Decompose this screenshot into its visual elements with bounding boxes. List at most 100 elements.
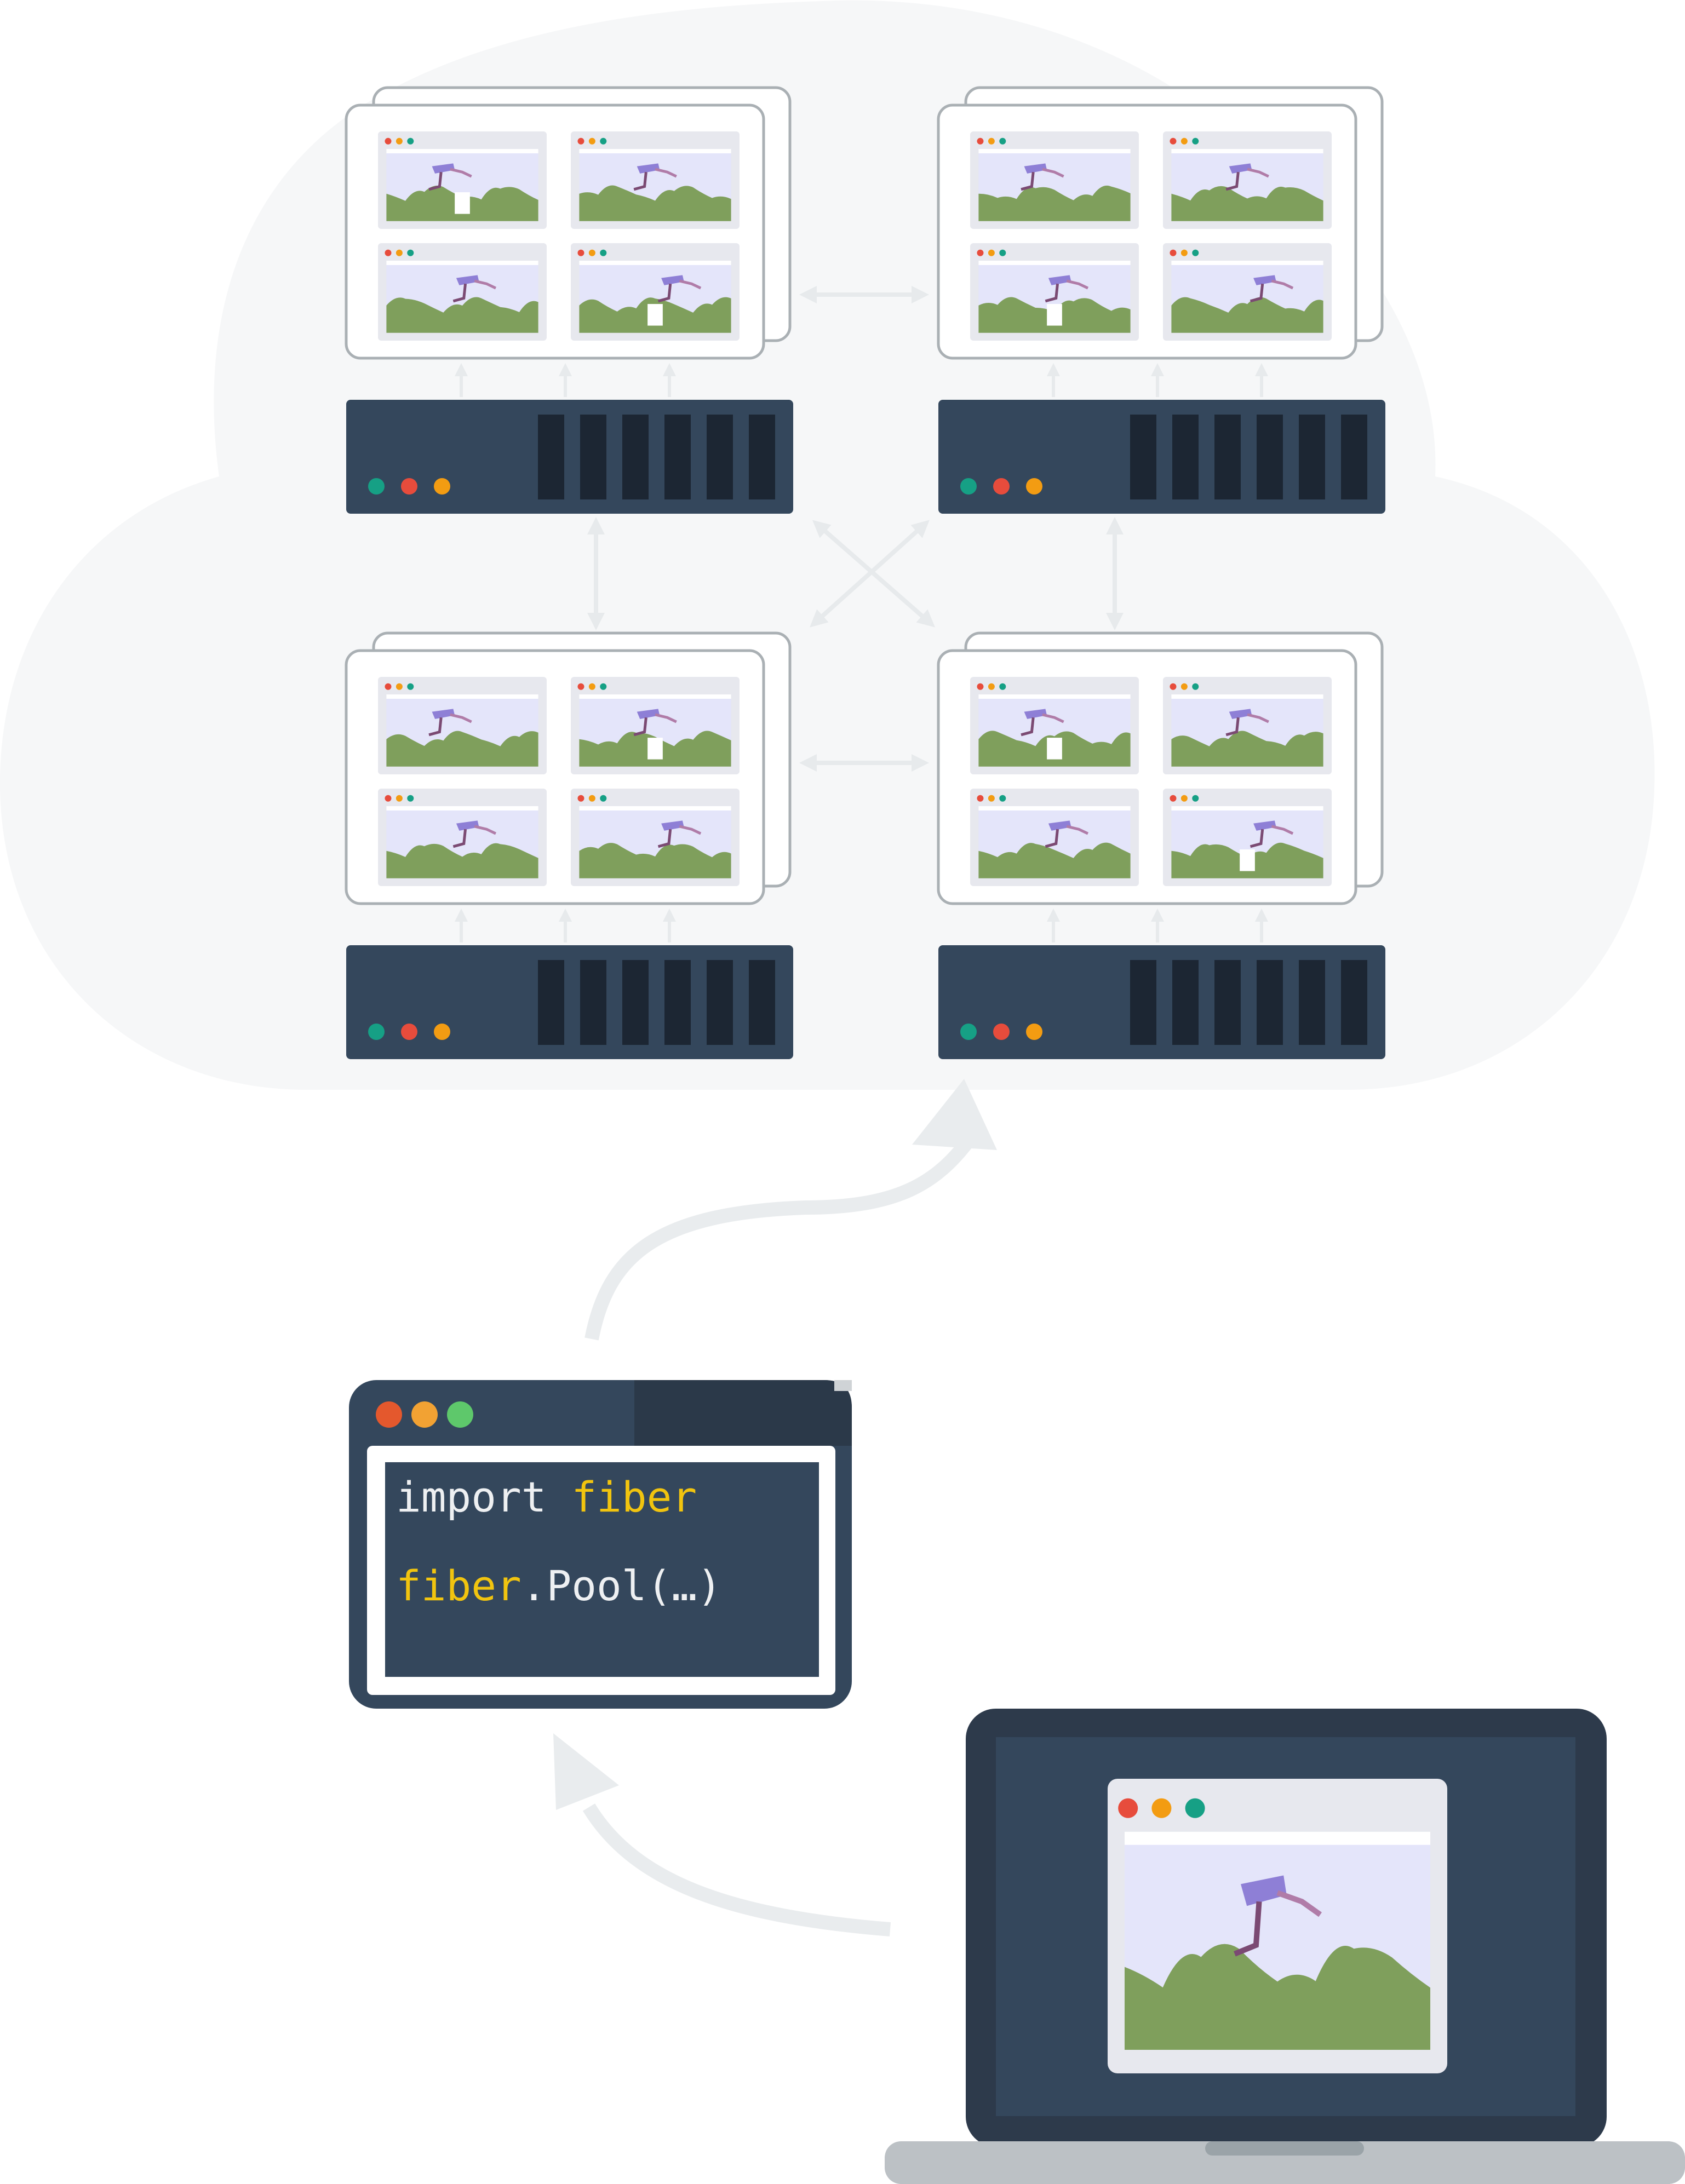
server-drive-slot (1172, 415, 1199, 499)
traffic-light-dots-icon (577, 795, 584, 802)
bipedal-walker-icon (657, 275, 702, 303)
code-window-titlebar-dark (634, 1380, 852, 1446)
status-led-icon (960, 478, 977, 495)
walker-body (1229, 709, 1252, 719)
traffic-light-dots-icon (396, 137, 403, 145)
walker-leg (657, 283, 672, 303)
traffic-light-dots-icon (999, 683, 1006, 690)
walker-leg (1233, 1901, 1262, 1957)
traffic-light-dots-icon (588, 137, 595, 145)
bipedal-walker-icon (633, 709, 677, 737)
server-drive-slot (1299, 960, 1325, 1045)
server-drive-slot (580, 415, 606, 499)
walker-leg (1225, 717, 1240, 737)
walker-body (637, 163, 660, 174)
traffic-light-dots-icon (1185, 1798, 1205, 1818)
env-pit (455, 192, 470, 214)
traffic-light-dots-icon (600, 795, 607, 802)
bipedal-walker-icon (633, 163, 677, 191)
env-sky-top (1171, 806, 1323, 811)
close-dot-icon (376, 1401, 402, 1428)
traffic-light-dots-icon (1180, 795, 1188, 802)
walker-leg (1066, 279, 1089, 290)
server-drive-slot (1341, 415, 1367, 499)
compute-node (937, 86, 1385, 514)
code-pool-call: .Pool(…) (521, 1561, 722, 1610)
compute-cluster (345, 86, 1385, 1059)
server-drive-slot (664, 415, 691, 499)
walker-body (1253, 820, 1276, 831)
status-led-icon (993, 1024, 1010, 1040)
traffic-light-dots-icon (1170, 249, 1177, 256)
walker-leg (1021, 171, 1035, 191)
env-pit (1240, 849, 1255, 871)
traffic-light-dots-icon (988, 137, 995, 145)
env-sky-top (978, 261, 1131, 265)
walker-leg (428, 717, 443, 737)
walker-body (1048, 820, 1071, 831)
walker-leg (450, 168, 472, 178)
walker-body (1253, 275, 1276, 285)
server-drive-slot (580, 960, 606, 1045)
traffic-light-dots-icon (407, 795, 414, 802)
env-terrain (579, 843, 731, 878)
environment-window (571, 677, 740, 774)
env-sky-top (579, 261, 731, 265)
status-led-icon (368, 1024, 385, 1040)
traffic-light-dots-icon (407, 249, 414, 256)
walker-body (456, 820, 479, 831)
traffic-light-dots-icon (988, 683, 995, 690)
code-window-scroll-tab (834, 1380, 852, 1391)
server-drive-slot (1130, 415, 1156, 499)
environment-window (571, 789, 740, 886)
env-pit (1047, 304, 1062, 326)
walker-leg (1247, 168, 1269, 178)
status-led-icon (960, 1024, 977, 1040)
walker-leg (1276, 1890, 1322, 1917)
env-terrain (386, 297, 538, 333)
bipedal-walker-icon (1233, 1875, 1322, 1957)
traffic-light-dots-icon (407, 137, 414, 145)
walker-body (1024, 163, 1047, 174)
traffic-light-dots-icon (1192, 683, 1199, 690)
bipedal-walker-icon (452, 820, 497, 848)
traffic-light-dots-icon (1192, 137, 1199, 145)
bipedal-walker-icon (657, 820, 702, 848)
write-arrow-curve (582, 1803, 891, 1936)
environment-window (378, 131, 547, 229)
walker-leg (655, 168, 677, 178)
env-sky-top (386, 806, 538, 811)
walker-leg (657, 829, 672, 848)
bipedal-walker-icon (1045, 820, 1089, 848)
env-terrain (386, 843, 538, 878)
walker-leg (474, 825, 497, 835)
bidirectional-arrow (810, 520, 930, 628)
traffic-light-dots-icon (1118, 1798, 1138, 1818)
server-drive-slot (664, 960, 691, 1045)
cloud-background (0, 0, 1655, 1090)
walker-leg (1042, 168, 1064, 178)
traffic-light-dots-icon (1192, 249, 1199, 256)
bipedal-walker-icon (1225, 163, 1269, 191)
submit-arrow-head (912, 1079, 997, 1150)
server-drive-slot (1257, 960, 1283, 1045)
traffic-light-dots-icon (577, 249, 584, 256)
env-sky-top (579, 806, 731, 811)
status-led-icon (434, 478, 450, 495)
traffic-light-dots-icon (577, 683, 584, 690)
env-sky-top (1125, 1831, 1430, 1845)
env-sky-top (1171, 149, 1323, 153)
walker-body (1024, 709, 1047, 719)
env-sky-top (978, 806, 1131, 811)
walker-body (1229, 163, 1252, 174)
walker-body (661, 275, 684, 285)
walker-body (456, 275, 479, 285)
traffic-light-dots-icon (999, 795, 1006, 802)
walker-leg (450, 713, 472, 723)
code-editor (385, 1462, 819, 1677)
walker-leg (679, 279, 702, 290)
cluster-connections (587, 286, 1124, 772)
env-terrain (1171, 297, 1323, 333)
traffic-light-dots-icon (385, 795, 392, 802)
laptop-base (885, 2141, 1685, 2184)
